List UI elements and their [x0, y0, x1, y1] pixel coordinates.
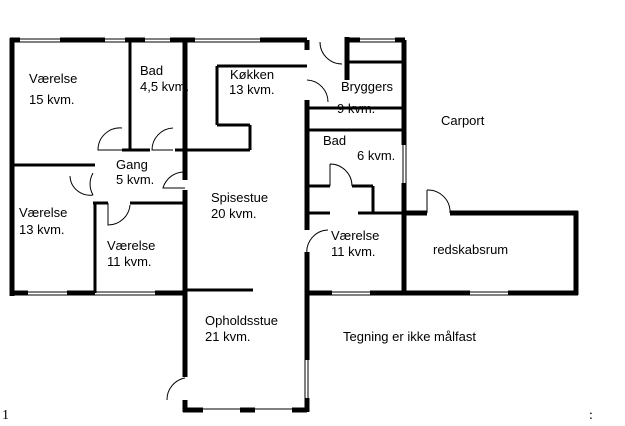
room-name: Værelse — [29, 71, 78, 86]
carport-label: Carport — [441, 113, 485, 128]
room-area: 11 kvm. — [331, 244, 376, 259]
page-number: 1 — [2, 408, 9, 423]
room-name: Køkken — [230, 67, 275, 82]
room-name: Værelse — [331, 228, 380, 243]
room-name: Værelse — [19, 205, 68, 220]
storage-room-label: redskabsrum — [433, 242, 509, 257]
room-area: 9 kvm. — [337, 101, 376, 116]
room-area: 11 kvm. — [107, 254, 152, 269]
room-area: 21 kvm. — [205, 329, 251, 344]
room-area: 4,5 kvm. — [140, 79, 190, 94]
scale-note: Tegning er ikke målfast — [343, 329, 476, 344]
room-area: 15 kvm. — [29, 92, 75, 107]
room-name: Bad — [140, 63, 164, 78]
room-area: 20 kvm. — [211, 206, 257, 221]
room-area: 6 kvm. — [357, 148, 396, 163]
door-arcs — [69, 41, 451, 401]
room-name: Gang — [116, 157, 148, 172]
room-area: 13 kvm. — [19, 222, 65, 237]
room-name: Bryggers — [341, 79, 394, 94]
room-name: Spisestue — [211, 190, 269, 205]
corner-mark: : — [589, 408, 593, 423]
room-name: Bad — [323, 133, 347, 148]
room-name: Opholdsstue — [205, 313, 278, 328]
room-name: Værelse — [107, 238, 156, 253]
room-area: 13 kvm. — [229, 82, 275, 97]
room-area: 5 kvm. — [116, 172, 155, 187]
